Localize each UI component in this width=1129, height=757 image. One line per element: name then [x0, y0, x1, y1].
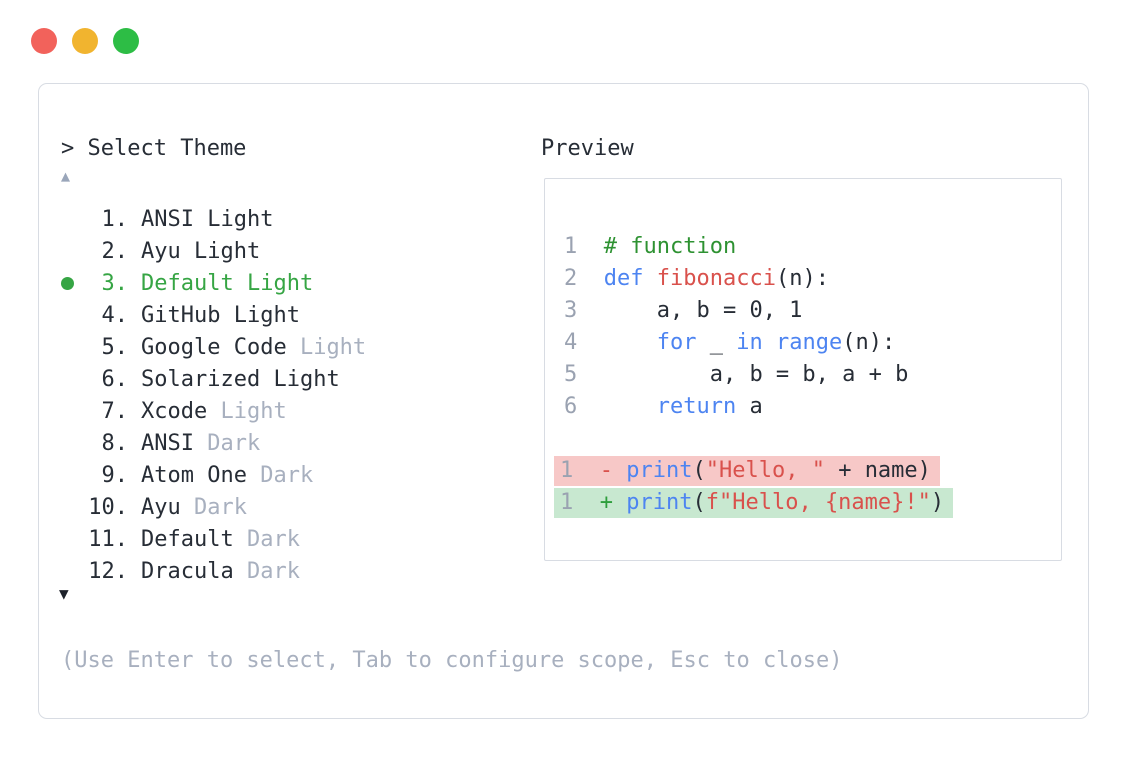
diff-line-removed: 1 - print("Hello, " + name)	[554, 455, 1061, 487]
theme-list-item[interactable]: 9. Atom One Dark	[39, 459, 539, 491]
line-number: 3	[564, 298, 604, 323]
code-line: 3 a, b = 0, 1	[564, 298, 803, 323]
theme-item-label: Ayu Dark	[141, 494, 247, 520]
theme-list-item[interactable]: 5. Google Code Light	[39, 331, 539, 363]
theme-list-item[interactable]: 1. ANSI Light	[39, 203, 539, 235]
scroll-down-icon[interactable]: ▼	[59, 584, 69, 603]
minimize-button[interactable]	[72, 28, 98, 54]
selected-item-dot	[61, 276, 88, 290]
theme-item-number: 4.	[101, 302, 129, 328]
theme-list-item[interactable]: 3. Default Light	[39, 267, 539, 299]
code-line: 2 def fibonacci(n):	[564, 266, 829, 291]
code-line: 1 # function	[564, 234, 737, 259]
select-theme-prompt: > Select Theme	[61, 136, 247, 161]
theme-item-label: GitHub Light	[141, 302, 300, 328]
code-line: 6 return a	[564, 394, 763, 419]
theme-item-label: Dracula Dark	[141, 558, 300, 584]
line-number: 2	[564, 266, 604, 291]
theme-item-label: Ayu Light	[141, 238, 261, 264]
theme-list-item[interactable]: 7. Xcode Light	[39, 395, 539, 427]
theme-item-label: ANSI Dark	[141, 430, 261, 456]
diff-highlight: 1 - print("Hello, " + name)	[554, 456, 940, 486]
zoom-button[interactable]	[113, 28, 139, 54]
theme-item-number: 5.	[101, 334, 129, 360]
theme-list-item[interactable]: 2. Ayu Light	[39, 235, 539, 267]
theme-item-number: 6.	[101, 366, 129, 392]
close-button[interactable]	[31, 28, 57, 54]
theme-list: 1. ANSI Light 2. Ayu Light 3. Default Light 4.…	[39, 203, 539, 587]
theme-item-label: Xcode Light	[141, 398, 287, 424]
line-number: 4	[564, 330, 604, 355]
diff-highlight: 1 + print(f"Hello, {name}!")	[554, 488, 954, 518]
preview-title: Preview	[541, 136, 634, 161]
theme-item-number: 7.	[101, 398, 129, 424]
window-controls	[31, 28, 139, 54]
code-line: 5 a, b = b, a + b	[564, 362, 909, 387]
theme-list-item[interactable]: 12. Dracula Dark	[39, 555, 539, 587]
theme-picker-panel: > Select Theme ▲ 1. ANSI Light 2. Ayu Light…	[38, 83, 1089, 719]
theme-item-number: 11.	[88, 526, 128, 552]
theme-item-label: ANSI Light	[141, 206, 274, 232]
line-number: 6	[564, 394, 604, 419]
theme-item-number: 8.	[101, 430, 129, 456]
line-number: 1	[560, 490, 600, 515]
theme-item-number: 9.	[101, 462, 129, 488]
theme-item-label: Atom One Dark	[141, 462, 314, 488]
theme-item-number: 1.	[101, 206, 129, 232]
theme-list-item[interactable]: 6. Solarized Light	[39, 363, 539, 395]
theme-list-item[interactable]: 11. Default Dark	[39, 523, 539, 555]
code-line: 4 for _ in range(n):	[564, 330, 896, 355]
theme-item-label: Default Dark	[141, 526, 300, 552]
preview-pane: 1 # function 2 def fibonacci(n): 3 a, b = …	[544, 178, 1062, 561]
theme-item-label: Google Code Light	[141, 334, 367, 360]
code-preview: 1 # function 2 def fibonacci(n): 3 a, b = …	[545, 179, 1061, 519]
theme-item-number: 2.	[101, 238, 129, 264]
theme-list-item[interactable]: 8. ANSI Dark	[39, 427, 539, 459]
theme-item-number: 12.	[88, 558, 128, 584]
theme-item-label: Default Light	[141, 270, 314, 296]
line-number: 1	[564, 234, 604, 259]
theme-item-number: 10.	[88, 494, 128, 520]
code-blank-line	[564, 423, 1061, 455]
line-number: 5	[564, 362, 604, 387]
theme-item-number: 3.	[101, 270, 129, 296]
diff-line-added: 1 + print(f"Hello, {name}!")	[554, 487, 1061, 519]
line-number: 1	[560, 458, 600, 483]
scroll-up-icon[interactable]: ▲	[61, 167, 71, 185]
theme-list-item[interactable]: 10. Ayu Dark	[39, 491, 539, 523]
theme-list-item[interactable]: 4. GitHub Light	[39, 299, 539, 331]
help-text: (Use Enter to select, Tab to configure s…	[61, 648, 843, 673]
theme-item-label: Solarized Light	[141, 366, 340, 392]
